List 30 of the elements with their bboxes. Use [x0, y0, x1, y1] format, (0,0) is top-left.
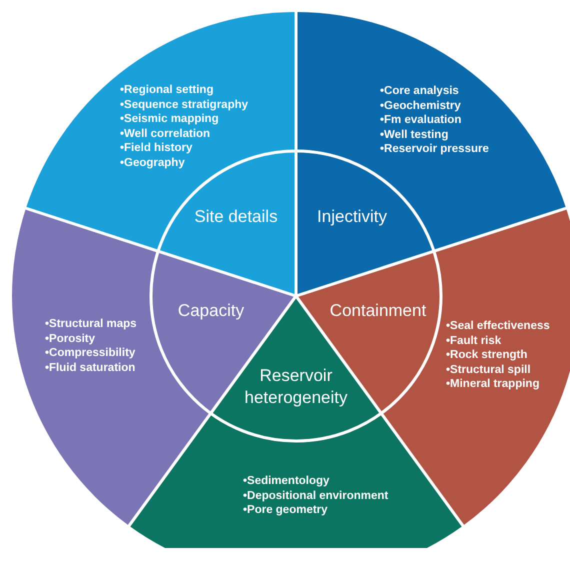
segment-title: Reservoir heterogeneity	[243, 365, 349, 409]
bullet-item: •Structural maps	[45, 317, 137, 332]
bullet-item: •Field history	[120, 141, 194, 156]
bullet-item: •Compressibility	[45, 346, 136, 361]
bullet-item: •Rock strength	[446, 348, 528, 363]
bullet-item: •Structural spill	[446, 362, 532, 378]
bullet-item: •Geochemistry	[380, 98, 462, 114]
bullet-item: •Depositional environment	[243, 488, 388, 504]
bullet-item: •Seal effectiveness	[446, 319, 550, 334]
bullet-item: •Fluid saturation	[45, 360, 136, 376]
bullet-item: •Sequence stratigraphy	[120, 98, 248, 112]
bullet-item: •Regional setting	[120, 83, 214, 98]
bullet-item: •Reservoir pressure	[380, 142, 489, 157]
bullet-item: •Mineral trapping	[446, 377, 540, 392]
wheel-segment	[25, 12, 296, 296]
wheel-segment	[296, 12, 567, 296]
bullet-item: •Well testing	[380, 128, 450, 142]
bullet-item: •Geography	[120, 156, 186, 171]
segment-title: Containment	[328, 300, 428, 322]
bullet-item: •Fm evaluation	[380, 113, 462, 128]
bullet-item: •Porosity	[45, 332, 96, 346]
segment-title: Injectivity	[316, 206, 388, 228]
segment-title: Capacity	[176, 300, 246, 322]
bullet-item: •Core analysis	[380, 84, 460, 99]
bullet-item: •Seismic mapping	[120, 112, 220, 127]
bullet-item: •Pore geometry	[243, 503, 329, 518]
bullet-item: •Well correlation	[120, 126, 212, 142]
bullet-item: •Fault risk	[446, 334, 502, 348]
segment-title: Site details	[193, 206, 279, 228]
bullet-item: •Sedimentology	[243, 474, 330, 489]
